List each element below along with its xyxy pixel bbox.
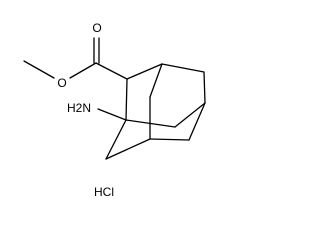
bond-carbonyl-to-ring bbox=[95, 62, 128, 80]
ester-oxygen-label: O bbox=[57, 76, 66, 90]
bond-c1-c9 bbox=[149, 63, 163, 98]
carbonyl-oxygen-label: O bbox=[92, 21, 101, 35]
hcl-label: HCl bbox=[94, 185, 114, 199]
bond-c5-c6 bbox=[149, 138, 190, 141]
bond-c6-c7 bbox=[188, 102, 206, 141]
bond-c1-c8 bbox=[161, 63, 205, 73]
bond-c3-amine bbox=[97, 108, 127, 121]
structure-diagram: O O H2N HCl bbox=[23, 21, 206, 199]
bond-c10-c7 bbox=[174, 102, 206, 128]
bond-c3-c10 bbox=[125, 119, 176, 128]
bond-c8-c7 bbox=[203, 71, 206, 104]
bond-c3-c4 bbox=[105, 119, 127, 160]
bond-c2-c1 bbox=[126, 63, 163, 80]
amine-label: H2N bbox=[67, 101, 91, 115]
bond-methyl-o bbox=[23, 60, 55, 79]
bond-c4-c5 bbox=[105, 138, 151, 160]
bond-o-carbonyl-carbon bbox=[69, 62, 97, 79]
structure-canvas: O O H2N HCl bbox=[23, 21, 206, 199]
bond-c2-c3 bbox=[125, 78, 128, 121]
